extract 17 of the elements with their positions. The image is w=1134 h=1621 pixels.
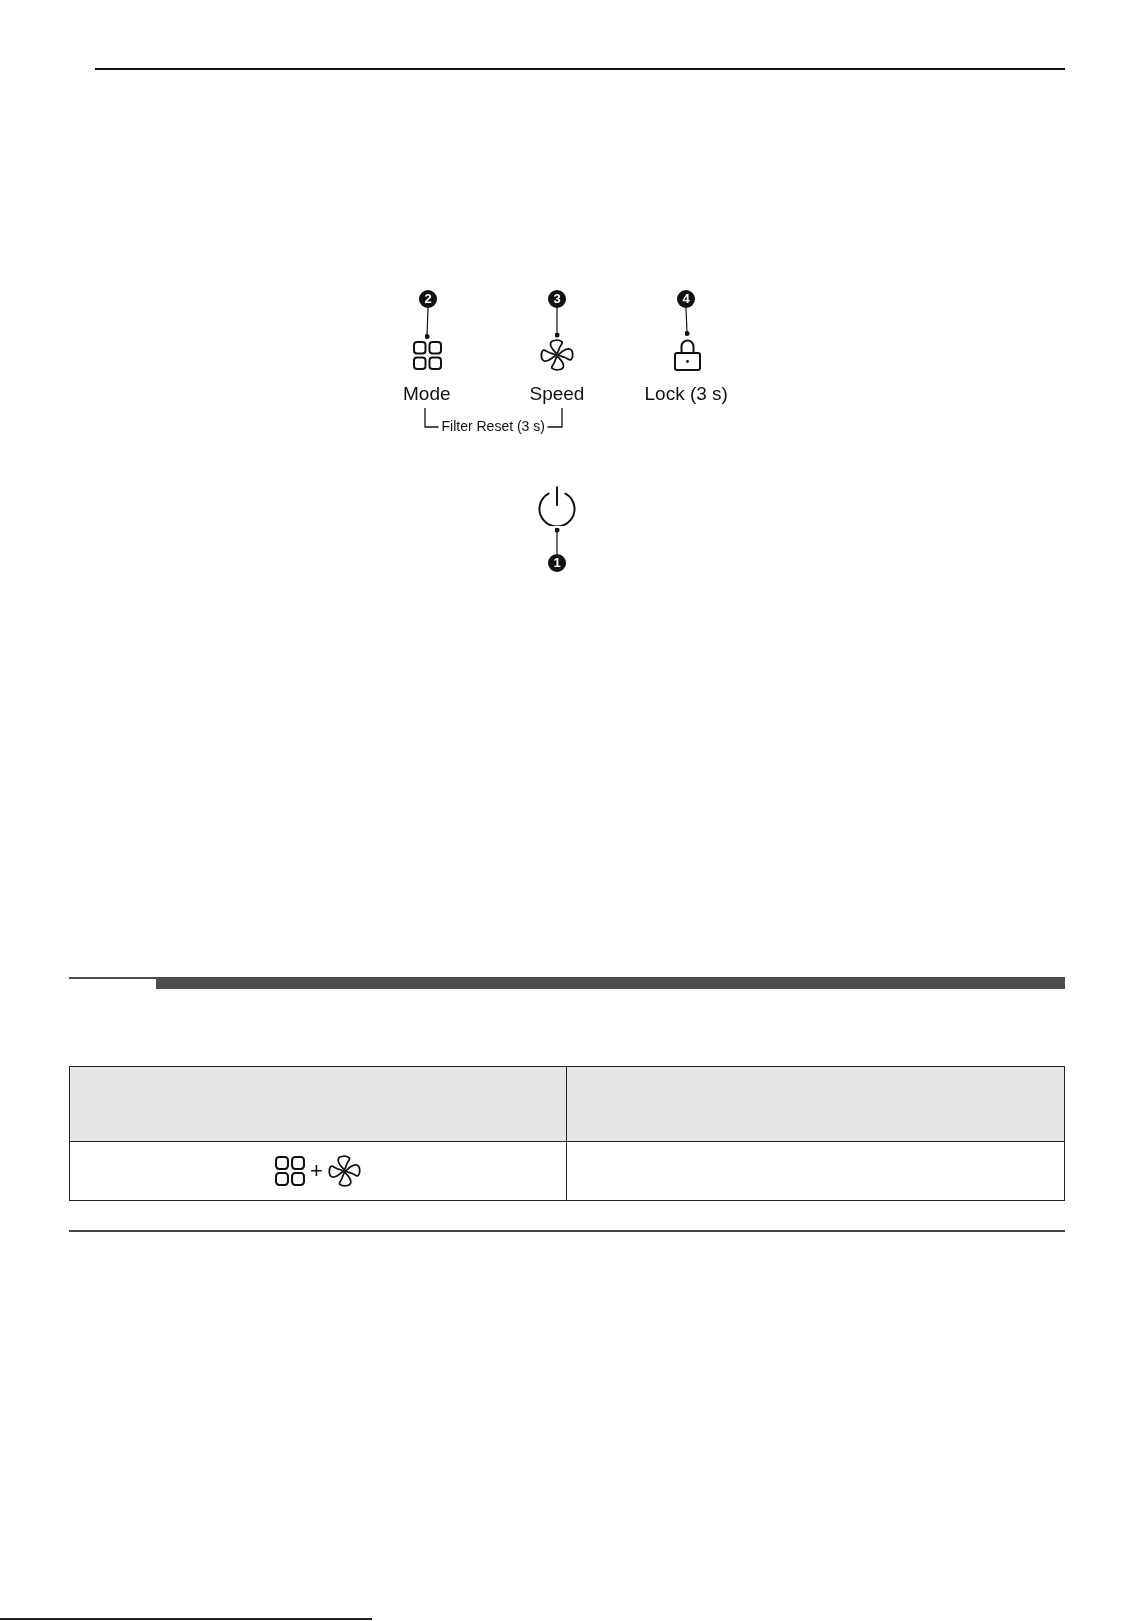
callout-number: 4 bbox=[677, 290, 695, 308]
callout-number: 2 bbox=[419, 290, 437, 308]
leader-line bbox=[554, 307, 560, 338]
callout-number: 3 bbox=[548, 290, 566, 308]
callout-number: 1 bbox=[548, 554, 566, 572]
button-label: Speed bbox=[529, 383, 585, 405]
function-label: Filter Reset (3 s) bbox=[441, 417, 545, 435]
button-label: Lock (3 s) bbox=[644, 383, 728, 405]
plus-sign: + bbox=[310, 1159, 323, 1183]
button-label: Mode bbox=[403, 383, 451, 405]
power-icon bbox=[537, 486, 577, 526]
padlock-icon bbox=[673, 337, 701, 371]
leader-line bbox=[424, 307, 430, 339]
grid-icon bbox=[412, 340, 442, 370]
leader-line bbox=[684, 307, 690, 336]
fan-icon bbox=[540, 339, 574, 371]
leader-line bbox=[554, 527, 560, 555]
